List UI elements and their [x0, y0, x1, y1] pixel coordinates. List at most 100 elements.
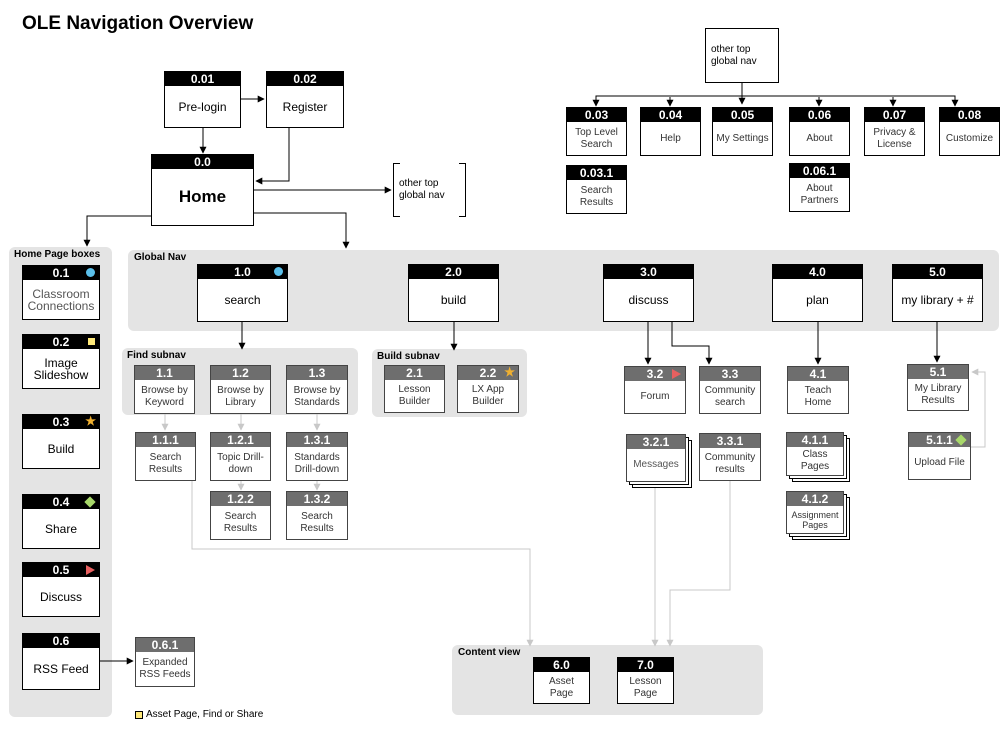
- circle-marker-icon: [86, 268, 95, 277]
- node-messages[interactable]: 3.2.1 Messages: [626, 434, 686, 482]
- node-label: discuss: [628, 293, 669, 307]
- node-label: Search Results: [148, 451, 183, 475]
- bracket-top: other top global nav: [705, 28, 779, 83]
- node-assignment-pages[interactable]: 4.1.2 Assignment Pages: [786, 491, 844, 534]
- node-id: 0.6: [23, 634, 99, 648]
- node-id: 3.3: [700, 367, 760, 381]
- node-build[interactable]: 2.0 build: [408, 264, 499, 322]
- node-label: search: [224, 293, 261, 307]
- node-id: 0.02: [267, 72, 343, 86]
- node-id: 0.08: [940, 108, 999, 122]
- node-label: Image Slideshow: [33, 355, 89, 382]
- node-id: 1.1: [135, 366, 194, 380]
- node-id: 3.0: [604, 265, 693, 279]
- node-privacy-license[interactable]: 0.07 Privacy & License: [864, 107, 925, 156]
- node-home[interactable]: 0.0 Home: [151, 154, 254, 226]
- node-id: 2.2★: [458, 366, 518, 380]
- page-title: OLE Navigation Overview: [22, 13, 254, 34]
- node-top-level-search[interactable]: 0.03 Top Level Search: [566, 107, 627, 156]
- node-id: 1.3: [287, 366, 347, 380]
- node-id: 1.2.2: [211, 492, 270, 506]
- node-asset-page[interactable]: 6.0 Asset Page: [533, 657, 590, 704]
- node-teach-home[interactable]: 4.1 Teach Home: [787, 366, 849, 414]
- square-marker-icon: [88, 338, 95, 345]
- node-search-results-top[interactable]: 0.03.1 Search Results: [566, 165, 627, 214]
- node-browse-by-standards[interactable]: 1.3 Browse by Standards: [286, 365, 348, 414]
- node-community-results[interactable]: 3.3.1 Community results: [699, 433, 761, 481]
- bracket-mid: other top global nav: [393, 163, 466, 217]
- node-class-pages[interactable]: 4.1.1 Class Pages: [786, 432, 844, 476]
- node-label: Home: [178, 187, 227, 206]
- node-id: 1.2.1: [211, 433, 270, 447]
- star-marker-icon: ★: [504, 365, 515, 379]
- node-label: Search Results: [579, 184, 614, 208]
- node-label: Assignment Pages: [791, 509, 839, 530]
- node-search-results-1-2-2[interactable]: 1.2.2 Search Results: [210, 491, 271, 540]
- node-topic-drill-down[interactable]: 1.2.1 Topic Drill-down: [210, 432, 271, 481]
- node-id: 0.06.1: [790, 164, 849, 178]
- node-browse-by-keyword[interactable]: 1.1 Browse by Keyword: [134, 365, 195, 414]
- node-label: Search Results: [300, 510, 334, 534]
- node-id: 5.0: [893, 265, 982, 279]
- node-plan[interactable]: 4.0 plan: [772, 264, 863, 322]
- node-forum[interactable]: 3.2 Forum: [624, 366, 686, 414]
- node-my-library[interactable]: 5.0 my library + #: [892, 264, 983, 322]
- node-label: Asset Page: [548, 675, 574, 699]
- node-label: Build: [47, 441, 75, 456]
- node-lesson-builder[interactable]: 2.1 Lesson Builder: [384, 365, 445, 413]
- node-id: 0.05: [713, 108, 772, 122]
- diamond-marker-icon: [84, 496, 96, 508]
- node-my-library-results[interactable]: 5.1 My Library Results: [907, 364, 969, 411]
- node-standards-drill-down[interactable]: 1.3.1 Standards Drill-down: [286, 432, 348, 481]
- node-id: 3.3.1: [700, 434, 760, 448]
- node-discuss-box[interactable]: 0.5 Discuss: [22, 562, 100, 617]
- node-id: 1.3.2: [287, 492, 347, 506]
- content-view-label: Content view: [458, 647, 521, 658]
- node-search[interactable]: 1.0 search: [197, 264, 288, 322]
- node-id: 5.1.1: [909, 433, 970, 447]
- circle-marker-icon: [274, 267, 283, 276]
- node-id: 7.0: [618, 658, 673, 672]
- node-label: Teach Home: [804, 385, 832, 408]
- node-label: Customize: [945, 132, 994, 144]
- node-my-settings[interactable]: 0.05 My Settings: [712, 107, 773, 156]
- node-image-slideshow[interactable]: 0.2 Image Slideshow: [22, 334, 100, 389]
- node-about-partners[interactable]: 0.06.1 About Partners: [789, 163, 850, 212]
- node-expanded-rss-feeds[interactable]: 0.6.1 Expanded RSS Feeds: [135, 637, 195, 687]
- node-pre-login[interactable]: 0.01 Pre-login: [164, 71, 241, 128]
- node-classroom-connections[interactable]: 0.1 Classroom Connections: [22, 265, 100, 320]
- node-id: 0.03.1: [567, 166, 626, 180]
- node-discuss[interactable]: 3.0 discuss: [603, 264, 694, 322]
- content-view-panel: [452, 645, 763, 715]
- node-id: 0.1: [23, 266, 99, 280]
- node-id: 3.2.1: [627, 435, 685, 449]
- star-marker-icon: ★: [85, 414, 96, 428]
- node-about[interactable]: 0.06 About: [789, 107, 850, 156]
- node-community-search[interactable]: 3.3 Community search: [699, 366, 761, 414]
- node-upload-file[interactable]: 5.1.1 Upload File: [908, 432, 971, 480]
- node-share-box[interactable]: 0.4 Share: [22, 494, 100, 549]
- triangle-marker-icon: [86, 565, 95, 575]
- node-id: 5.1: [908, 365, 968, 379]
- node-search-results-1-3-2[interactable]: 1.3.2 Search Results: [286, 491, 348, 540]
- node-id: 4.1.1: [787, 433, 843, 447]
- node-customize[interactable]: 0.08 Customize: [939, 107, 1000, 156]
- node-label: Lesson Builder: [398, 384, 431, 407]
- node-label: Topic Drill-down: [217, 451, 264, 475]
- node-label: LX App Builder: [471, 384, 505, 407]
- node-label: Help: [660, 132, 681, 144]
- node-lesson-page[interactable]: 7.0 Lesson Page: [617, 657, 674, 704]
- node-help[interactable]: 0.04 Help: [640, 107, 701, 156]
- node-lx-app-builder[interactable]: 2.2★ LX App Builder: [457, 365, 519, 413]
- node-register[interactable]: 0.02 Register: [266, 71, 344, 128]
- node-id: 0.07: [865, 108, 924, 122]
- node-rss-feed[interactable]: 0.6 RSS Feed: [22, 633, 100, 690]
- node-search-results-1-1-1[interactable]: 1.1.1 Search Results: [135, 432, 196, 481]
- node-id: 0.6.1: [136, 638, 194, 652]
- node-id: 0.03: [567, 108, 626, 122]
- node-id: 4.1.2: [787, 492, 843, 506]
- node-label: Browse by Library: [217, 384, 264, 408]
- node-browse-by-library[interactable]: 1.2 Browse by Library: [210, 365, 271, 414]
- node-build-box[interactable]: 0.3★ Build: [22, 414, 100, 469]
